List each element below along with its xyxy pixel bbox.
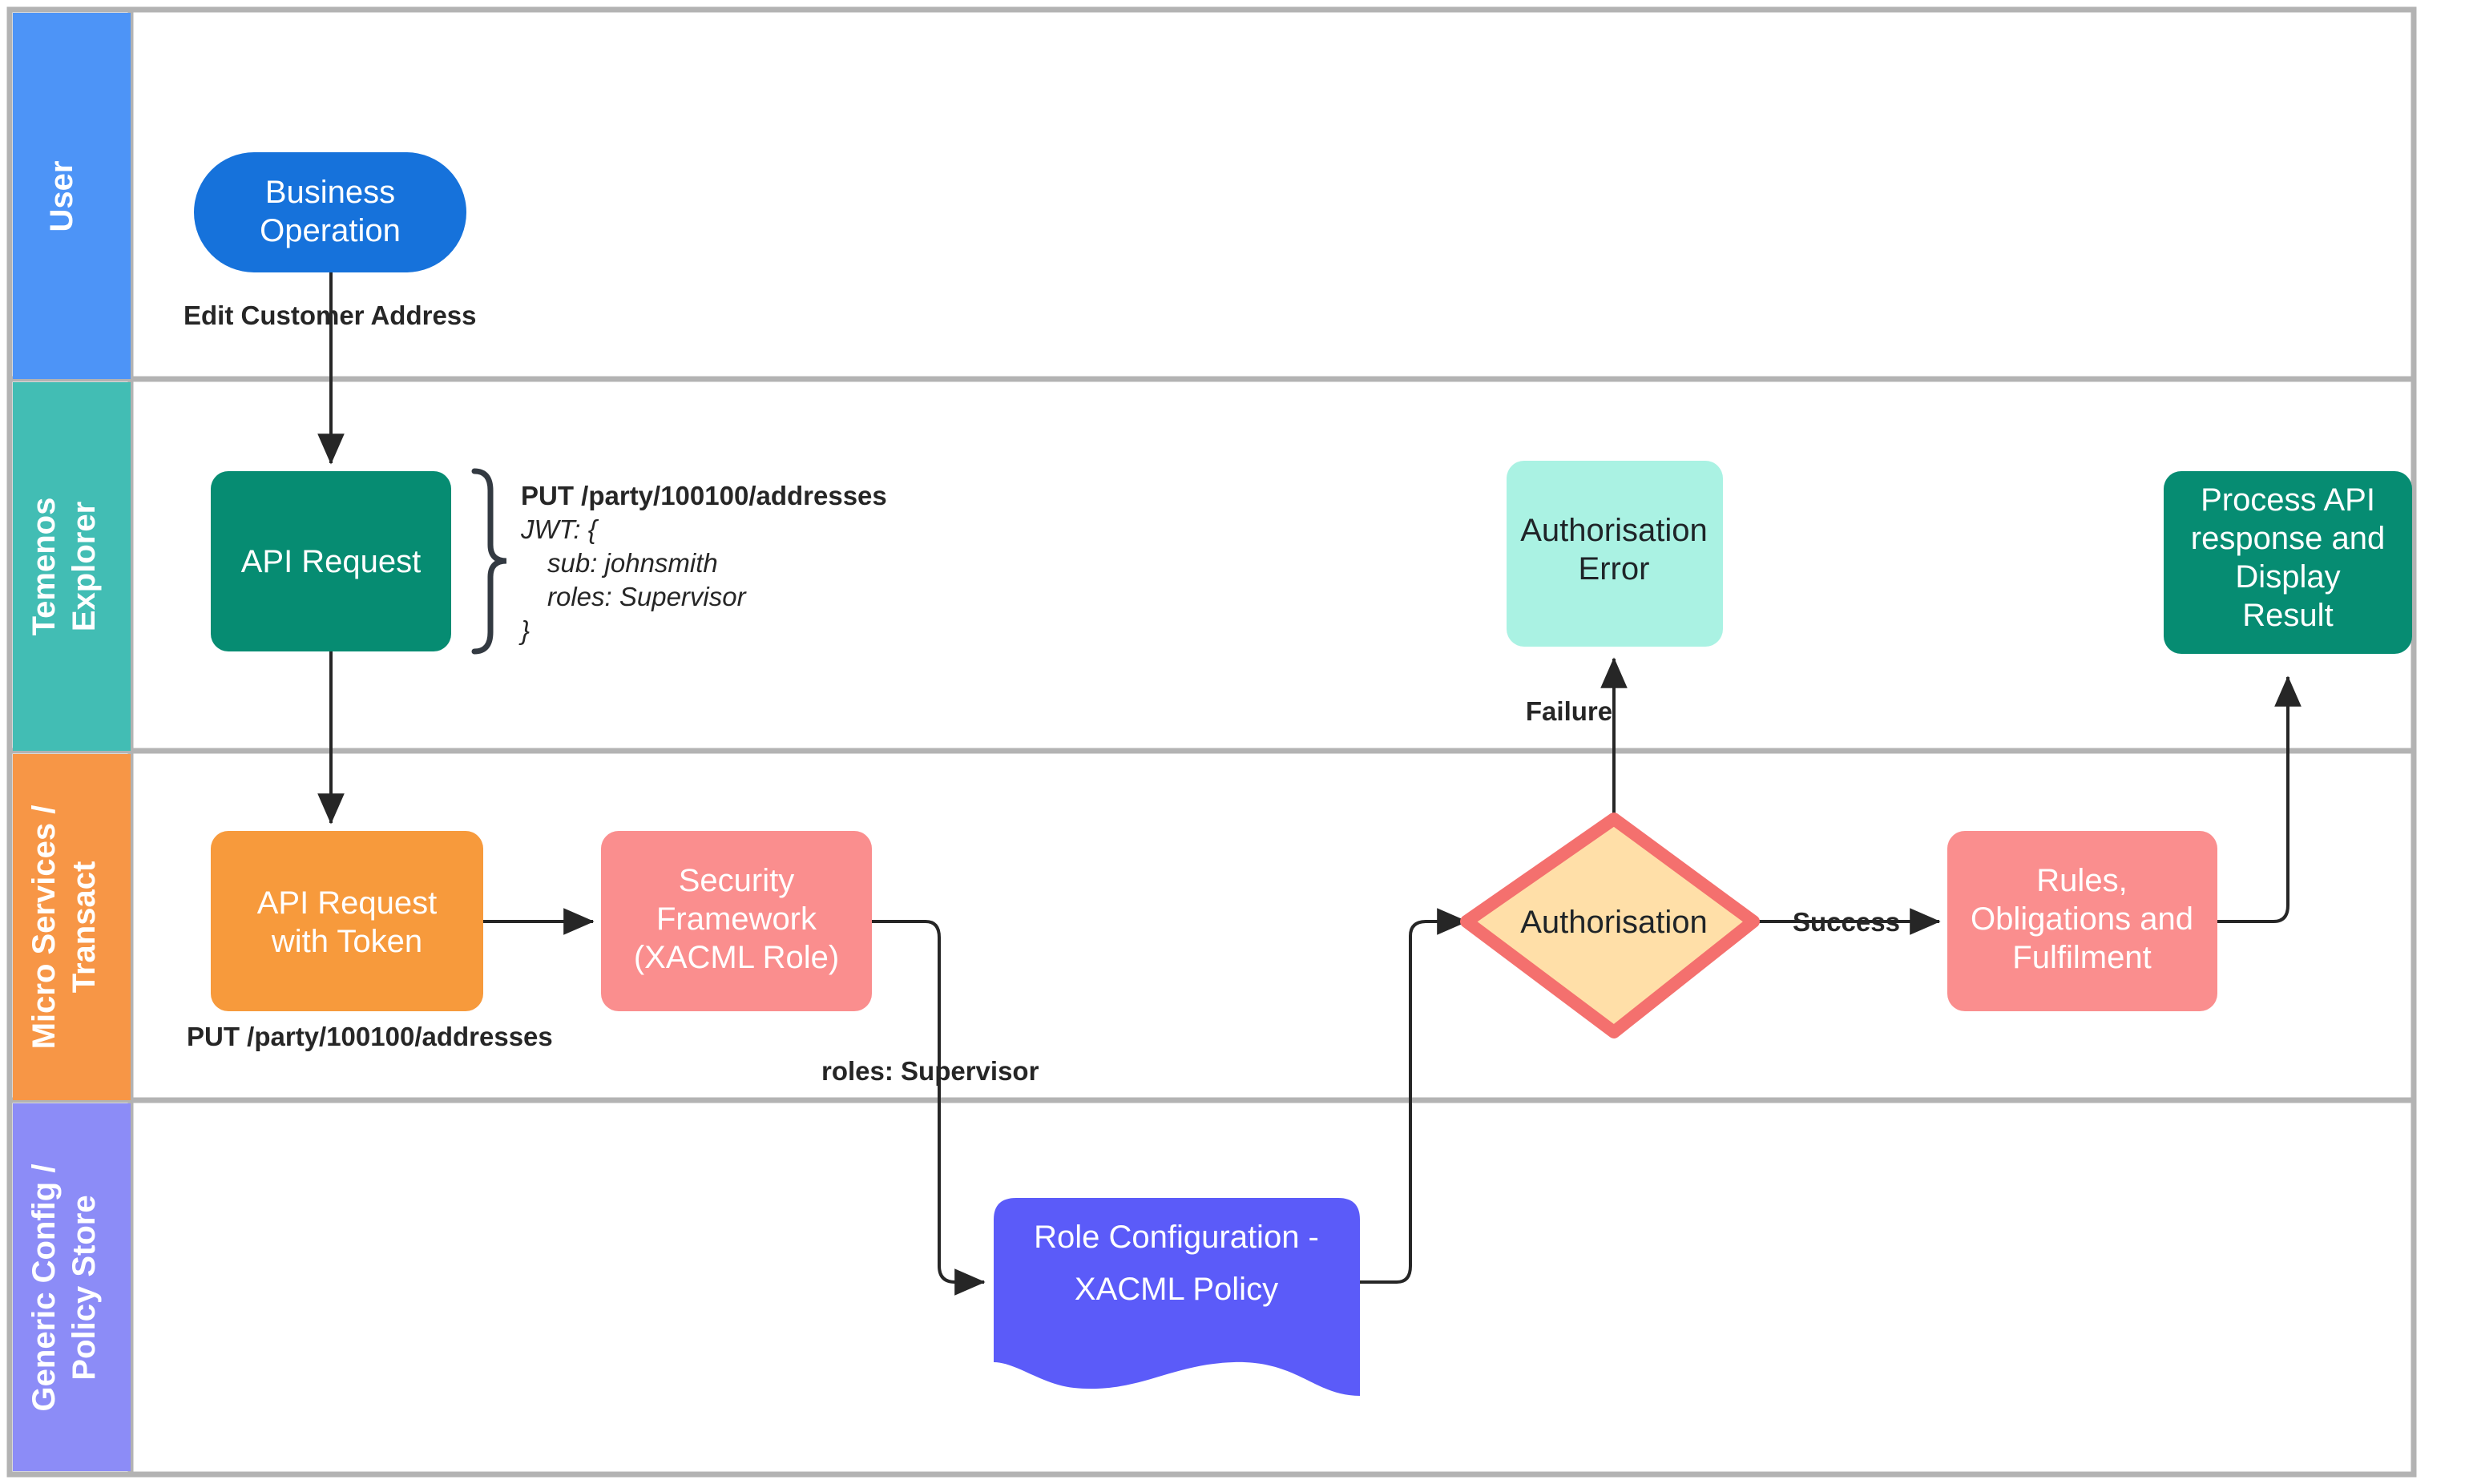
node-security-framework[interactable]: Security Framework (XACML Role) [601, 831, 872, 1011]
node-api-request-with-token-line2: with Token [271, 924, 422, 959]
lane-label-user: User [44, 161, 79, 232]
lane-header-micro-services: Micro Services / Transact [13, 754, 131, 1100]
jwt-note: PUT /party/100100/addresses JWT: { sub: … [518, 481, 887, 645]
node-process-api-line3: Display [2235, 559, 2340, 595]
node-rules-obligations-line2: Obligations and [1971, 901, 2193, 937]
node-security-framework-line3: (XACML Role) [634, 940, 839, 975]
lane-header-policy-store: Generic Config / Policy Store [13, 1103, 131, 1471]
lane-header-user: User [13, 13, 131, 379]
node-authorisation-error-line2: Error [1579, 551, 1650, 587]
node-api-request[interactable]: API Request [211, 471, 451, 651]
label-success: Success [1793, 907, 1900, 937]
jwt-note-line3: sub: johnsmith [547, 548, 718, 578]
label-put-party-addresses: PUT /party/100100/addresses [187, 1022, 553, 1051]
lane-label-policy-store-line2: Policy Store [67, 1195, 102, 1380]
node-rules-obligations-line1: Rules, [2036, 863, 2127, 898]
node-process-api-line2: response and [2191, 521, 2385, 556]
edge-rules-obligations-to-process-api [2217, 675, 2302, 923]
node-process-api-response[interactable]: Process API response and Display Result [2164, 471, 2412, 654]
node-api-request-with-token[interactable]: API Request with Token [211, 831, 483, 1011]
node-role-configuration[interactable]: Role Configuration - XACML Policy [994, 1198, 1360, 1396]
lane-label-policy-store-line1: Generic Config / [26, 1164, 62, 1412]
node-business-operation[interactable]: Business Operation [194, 152, 466, 272]
node-process-api-line4: Result [2242, 598, 2333, 633]
lane-header-temenos-explorer: Temenos Explorer [13, 382, 131, 751]
node-authorisation-label: Authorisation [1520, 905, 1707, 940]
node-role-configuration-line2: XACML Policy [1075, 1272, 1278, 1307]
node-authorisation-error-line1: Authorisation [1520, 513, 1707, 548]
jwt-note-line5: } [518, 615, 530, 645]
label-failure: Failure [1526, 696, 1612, 726]
label-edit-customer-address: Edit Customer Address [184, 300, 477, 330]
lane-label-temenos-explorer-line1: Temenos [26, 498, 62, 636]
label-roles-supervisor: roles: Supervisor [821, 1056, 1039, 1086]
node-process-api-line1: Process API [2201, 482, 2375, 518]
node-rules-obligations-line3: Fulfilment [2012, 940, 2151, 975]
node-security-framework-line2: Framework [656, 901, 817, 937]
jwt-note-line1: PUT /party/100100/addresses [521, 481, 887, 510]
edge-security-framework-to-role-configuration [872, 920, 986, 1296]
node-security-framework-line1: Security [679, 863, 795, 898]
node-api-request-label: API Request [241, 544, 422, 579]
node-authorisation-decision[interactable]: Authorisation [1460, 813, 1760, 1038]
curly-brace [471, 468, 507, 655]
node-role-configuration-line1: Role Configuration - [1034, 1220, 1319, 1255]
node-api-request-with-token-line1: API Request [257, 885, 438, 921]
jwt-note-line4: roles: Supervisor [547, 582, 748, 611]
node-business-operation-line2: Operation [260, 213, 401, 248]
node-business-operation-line1: Business [265, 175, 395, 210]
lane-label-temenos-explorer-line2: Explorer [67, 502, 102, 631]
lane-label-micro-services-line1: Micro Services / [26, 805, 62, 1050]
edge-role-configuration-to-authorisation [1360, 908, 1468, 1284]
lane-label-micro-services-line2: Transact [67, 861, 102, 994]
jwt-note-line2: JWT: { [520, 514, 599, 544]
node-authorisation-error[interactable]: Authorisation Error [1507, 461, 1723, 647]
node-rules-obligations-fulfilment[interactable]: Rules, Obligations and Fulfilment [1947, 831, 2217, 1011]
